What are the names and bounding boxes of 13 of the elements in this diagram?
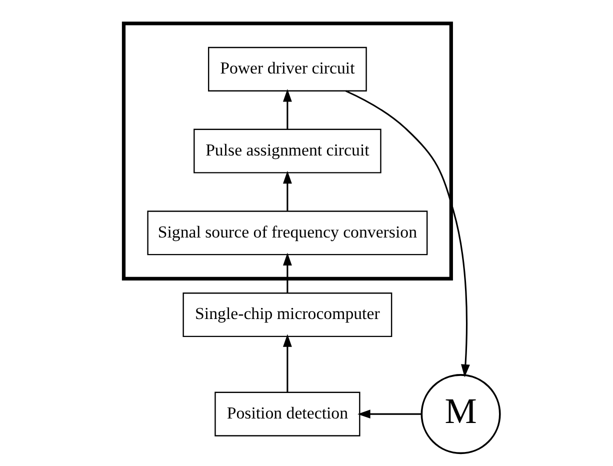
node-box: Pulse assignment circuit <box>193 128 381 173</box>
arrow <box>282 252 292 292</box>
arrow <box>282 170 292 210</box>
arrow <box>282 88 292 128</box>
node-circle: M <box>420 374 500 454</box>
node-box: Single-chip microcomputer <box>182 292 392 337</box>
node-box: Signal source of frequency conversion <box>146 210 428 255</box>
arrow <box>282 334 292 392</box>
arrow <box>344 90 470 377</box>
cluster <box>121 21 452 280</box>
node-box: Position detection <box>214 391 360 436</box>
arrow <box>357 409 421 418</box>
node-box: Power driver circuit <box>208 46 366 91</box>
